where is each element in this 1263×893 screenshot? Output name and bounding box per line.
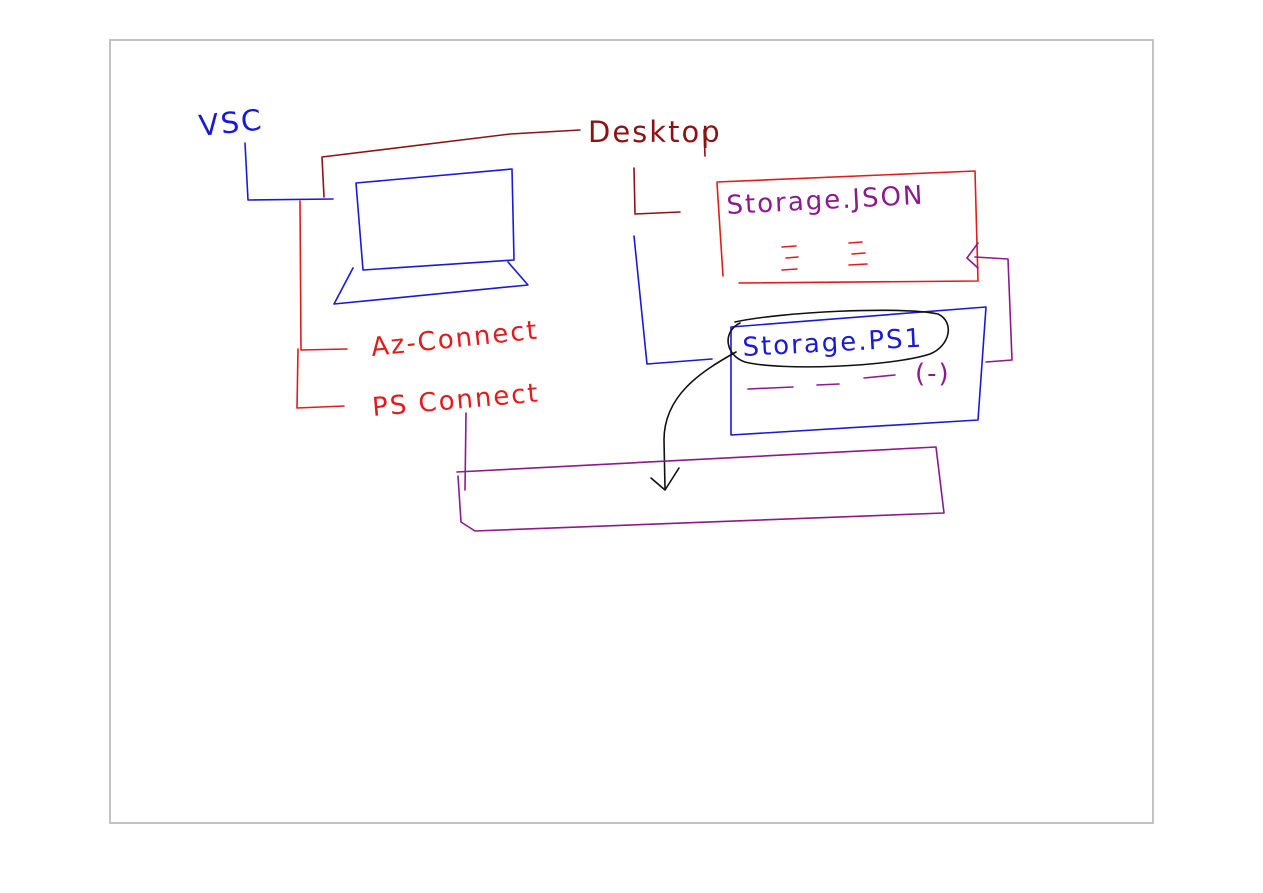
ps1-to-output-arrow-head [650, 467, 680, 491]
ps1-content-lines [747, 374, 896, 390]
json-content-icon [781, 241, 868, 271]
ps1-to-output-arrow [663, 351, 737, 489]
update-arrow-head [966, 242, 979, 269]
output-box [456, 446, 945, 532]
storage-json-box: Storage.JSON [716, 170, 979, 284]
whiteboard-canvas [109, 39, 1154, 824]
laptop-icon [333, 168, 529, 305]
storage-ps1-label: Storage.PS1 [742, 324, 924, 363]
desktop-connector [321, 129, 581, 198]
az-connect-label: Az-Connect [370, 316, 541, 363]
storage-json-label: Storage.JSON [726, 181, 925, 221]
ps-connect-label: PS Connect [371, 378, 541, 423]
az-ps-bracket [299, 200, 348, 351]
ps-connect-connector [464, 412, 467, 491]
vsc-label: VSC [197, 102, 265, 143]
desktop-label: Desktop [588, 115, 722, 149]
desktop-tick [703, 129, 706, 157]
tree-branch-ps1 [633, 235, 713, 365]
ps-bracket [296, 348, 345, 409]
tree-branch-json [633, 167, 681, 215]
update-arrow [974, 256, 1013, 363]
ps1-highlight-circle [727, 309, 950, 368]
vsc-connector [244, 142, 334, 201]
ps1-content-function: (-) [915, 359, 951, 389]
